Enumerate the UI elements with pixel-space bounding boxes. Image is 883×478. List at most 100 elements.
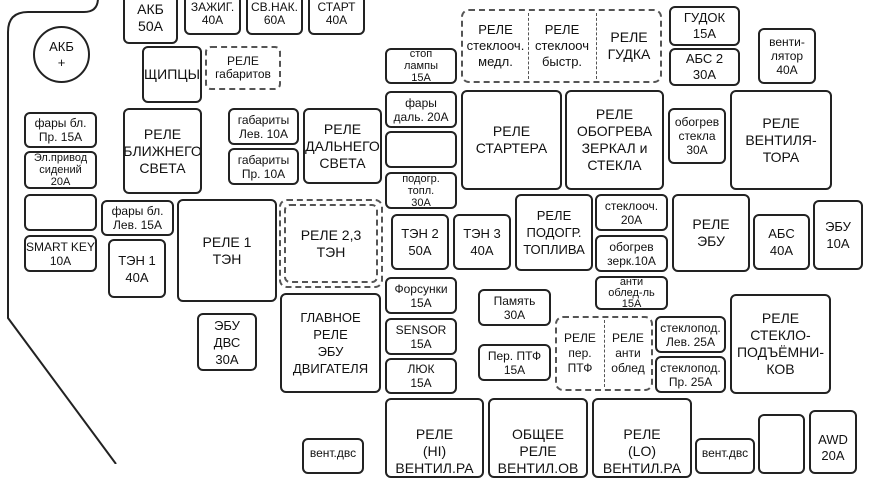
fuse-fuel-heat-30a: подогр.топл.30А xyxy=(385,172,457,209)
label-line: ЗАЖИГ. xyxy=(190,0,235,14)
label-line: РЕЛЕ xyxy=(564,331,596,345)
label-line: ВЕНТИЛ.ОВ xyxy=(497,460,579,476)
label-line: Лев. 10А xyxy=(239,126,288,141)
label-line: РЕЛЕ 1 xyxy=(202,233,252,250)
label-line: ПОДОГР. xyxy=(526,225,582,240)
label-line: стеклооч. xyxy=(604,198,659,213)
label-line: 60А xyxy=(263,12,286,27)
label-line: + xyxy=(57,54,66,70)
label-line: ТЭН xyxy=(316,243,346,260)
label-line: 15А xyxy=(621,297,642,310)
label-line: 40А xyxy=(776,63,798,77)
label-line: стоп xyxy=(409,48,433,60)
label-line: обогрев xyxy=(674,115,720,129)
label-line: РЕЛЕ xyxy=(610,29,648,45)
label-line: РЕЛЕ xyxy=(313,327,348,342)
label-line: 30А xyxy=(411,196,431,209)
label-line: РЕЛЕ xyxy=(692,216,730,232)
label-line: 50А xyxy=(138,18,163,34)
label-line: 50А xyxy=(408,243,432,258)
label-line: ЭБУ xyxy=(317,344,344,359)
label-line: РЕЛЕ xyxy=(536,208,572,223)
label-line: ДВС xyxy=(213,334,241,350)
label-line: ДВИГАТЕЛЯ xyxy=(292,361,369,376)
label-line: ГУДКА xyxy=(607,46,651,62)
label-line: SMART KEY xyxy=(26,239,95,254)
label-line: 30А xyxy=(215,351,239,367)
label-line: РЕЛЕ xyxy=(612,331,644,345)
fuse-slot-empty-2 xyxy=(24,194,97,231)
label-line: стеклооч xyxy=(534,38,590,53)
label-line: SENSOR xyxy=(395,322,447,337)
fuse-washer-20a: стеклооч.20А xyxy=(595,194,668,231)
label-line: РЕЛЕ xyxy=(595,106,634,122)
label-line: Память xyxy=(493,293,536,308)
label-line: 30А xyxy=(692,67,717,82)
label-line: пер. xyxy=(568,346,592,360)
label-line: АБС xyxy=(768,226,795,241)
label-line: РЕЛЕ xyxy=(478,22,513,37)
label-line: фары xyxy=(405,95,437,110)
label-line: сидений xyxy=(39,164,82,176)
label-line: габариты xyxy=(237,112,290,127)
label-line: зерк.10А xyxy=(607,253,656,268)
label-line: РЕЛЕ xyxy=(323,120,362,137)
label-line: габаритов xyxy=(215,67,271,81)
fuse-window-left-25a: стеклопод.Лев. 25А xyxy=(655,316,726,353)
label-line: 10А xyxy=(826,236,850,251)
label-line: стекла xyxy=(678,129,716,143)
label-line: ЩИПЦЫ xyxy=(144,66,200,82)
label-line: СВЕТА xyxy=(139,159,186,176)
label-line: стеклопод. xyxy=(660,320,721,335)
label-line: 15А xyxy=(692,26,717,41)
label-line: РЕЛЕ xyxy=(519,443,557,459)
fuse-low-beam-left-15a: фары бл.Лев. 15А xyxy=(101,200,174,236)
label-line: ЛЮК xyxy=(407,362,435,376)
label-line: габариты xyxy=(237,152,290,167)
label-line: облед-ль xyxy=(608,286,655,299)
label-line: ГЛАВНОЕ xyxy=(300,310,361,325)
fuse-slot-empty-3 xyxy=(758,414,805,474)
relay-fan-hi: РЕЛЕ(HI)ВЕНТИЛ.РА xyxy=(385,398,484,478)
label-line: ВЕНТИЛ.РА xyxy=(602,460,682,476)
label-line: ЭБУ xyxy=(697,233,725,249)
label-line: РЕЛЕ xyxy=(143,125,182,142)
label-line: СТЕКЛА xyxy=(587,157,642,173)
label-line: АКБ xyxy=(49,38,74,54)
label-line: ОБЩЕЕ xyxy=(512,426,564,442)
label-line: медл. xyxy=(478,54,513,69)
label-line: подогр. xyxy=(402,172,440,185)
label-line: СТАРТ xyxy=(317,0,356,14)
fuse-engine-fan-left: вент.двс xyxy=(302,438,364,474)
fuse-ignition-40a: ЗАЖИГ.40А xyxy=(184,0,241,35)
label-line: 10А xyxy=(49,253,72,268)
label-line: ЗЕРКАЛ и xyxy=(581,140,648,156)
label-line: (HI) xyxy=(422,443,447,459)
label-line: вент.двс xyxy=(701,446,749,460)
label-line: (LO) xyxy=(628,443,656,459)
